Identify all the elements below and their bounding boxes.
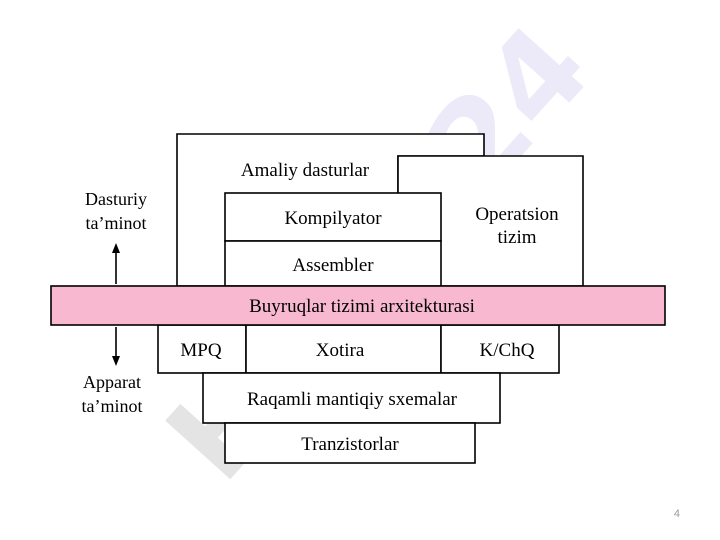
io-box <box>440 324 560 374</box>
applications-label: Amaliy dasturlar <box>241 160 370 181</box>
memory-label: Xotira <box>316 340 365 361</box>
os-label-line2: tizim <box>497 227 536 248</box>
io-label: K/ChQ <box>480 340 535 361</box>
software-label-line1: Dasturiy <box>85 189 147 209</box>
page-number: 4 <box>673 508 680 520</box>
memory-box <box>245 324 442 374</box>
cpu-label: MPQ <box>180 340 221 361</box>
compiler-label: Kompilyator <box>284 208 382 229</box>
assembler-label: Assembler <box>292 255 374 276</box>
transistors-box <box>224 422 476 464</box>
compiler-box <box>224 192 442 242</box>
down-arrow <box>112 327 120 366</box>
logic-label: Raqamli mantiqiy sxemalar <box>247 389 458 410</box>
assembler-box <box>224 240 442 287</box>
hardware-label-line2: ta’minot <box>82 396 143 416</box>
architecture-label: Buyruqlar tizimi arxitekturasi <box>249 296 475 317</box>
up-arrow <box>112 243 120 284</box>
hardware-label-line1: Apparat <box>83 372 141 392</box>
logic-box <box>202 372 501 424</box>
transistors-label: Tranzistorlar <box>301 434 399 455</box>
os-label-line1: Operatsion <box>475 204 559 225</box>
architecture-band <box>50 285 666 326</box>
software-label-line2: ta’minot <box>86 213 147 233</box>
